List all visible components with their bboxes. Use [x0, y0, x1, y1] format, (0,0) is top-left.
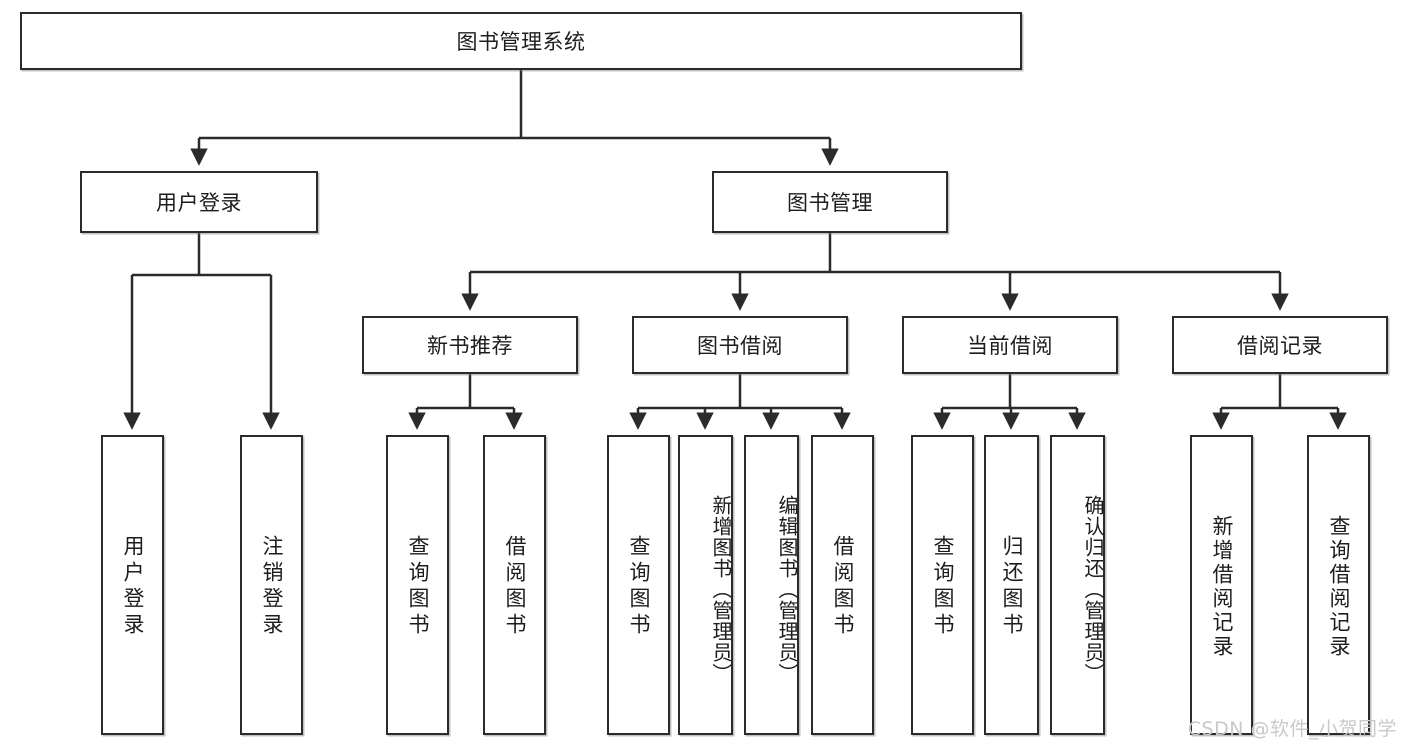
node-book-borrow[interactable]: 图书借阅 — [632, 316, 848, 374]
node-leaf-query-book-current-label: 查询图书 — [931, 535, 955, 639]
node-current-borrow[interactable]: 当前借阅 — [902, 316, 1118, 374]
node-new-book-recommend-label: 新书推荐 — [427, 334, 513, 358]
node-book-management[interactable]: 图书管理 — [712, 171, 948, 233]
node-leaf-logout-label: 注销登录 — [260, 535, 284, 639]
node-leaf-add-book-admin[interactable]: 新增图书（管理员） — [678, 435, 733, 735]
node-leaf-query-borrow-record[interactable]: 查询借阅记录 — [1307, 435, 1370, 735]
node-leaf-edit-book-admin-label: 编辑图书（管理员） — [775, 494, 799, 684]
node-borrow-records[interactable]: 借阅记录 — [1172, 316, 1388, 374]
node-leaf-user-login[interactable]: 用户登录 — [101, 435, 164, 735]
node-leaf-query-book-current[interactable]: 查询图书 — [911, 435, 974, 735]
node-leaf-edit-book-admin[interactable]: 编辑图书（管理员） — [744, 435, 799, 735]
csdn-watermark: CSDN @软件_小贺同学 — [1187, 718, 1397, 740]
node-root[interactable]: 图书管理系统 — [20, 12, 1022, 70]
node-leaf-query-borrow-record-label: 查询借阅记录 — [1327, 515, 1351, 659]
node-user-login[interactable]: 用户登录 — [80, 171, 318, 233]
node-leaf-return-book-label: 归还图书 — [1000, 535, 1024, 639]
node-leaf-return-book[interactable]: 归还图书 — [984, 435, 1039, 735]
node-leaf-add-borrow-record-label: 新增借阅记录 — [1210, 515, 1234, 659]
node-leaf-add-book-admin-label: 新增图书（管理员） — [709, 494, 733, 684]
node-leaf-query-book-borrow[interactable]: 查询图书 — [607, 435, 670, 735]
node-leaf-query-book-borrow-label: 查询图书 — [627, 535, 651, 639]
node-book-borrow-label: 图书借阅 — [697, 334, 783, 358]
node-leaf-borrow-book[interactable]: 借阅图书 — [811, 435, 874, 735]
node-leaf-borrow-book-rec[interactable]: 借阅图书 — [483, 435, 546, 735]
node-user-login-label: 用户登录 — [156, 191, 242, 215]
node-current-borrow-label: 当前借阅 — [967, 334, 1053, 358]
node-book-management-label: 图书管理 — [787, 191, 873, 215]
node-new-book-recommend[interactable]: 新书推荐 — [362, 316, 578, 374]
node-borrow-records-label: 借阅记录 — [1237, 334, 1323, 358]
node-leaf-confirm-return-admin-label: 确认归还（管理员） — [1081, 494, 1105, 684]
node-leaf-borrow-book-label: 借阅图书 — [831, 535, 855, 639]
node-leaf-logout[interactable]: 注销登录 — [240, 435, 303, 735]
node-leaf-add-borrow-record[interactable]: 新增借阅记录 — [1190, 435, 1253, 735]
node-leaf-query-book-rec[interactable]: 查询图书 — [386, 435, 449, 735]
node-root-label: 图书管理系统 — [456, 30, 586, 54]
node-leaf-query-book-rec-label: 查询图书 — [406, 535, 430, 639]
node-leaf-borrow-book-rec-label: 借阅图书 — [503, 535, 527, 639]
node-leaf-confirm-return-admin[interactable]: 确认归还（管理员） — [1050, 435, 1105, 735]
node-leaf-user-login-label: 用户登录 — [121, 535, 145, 639]
connector-group — [123, 70, 1347, 430]
